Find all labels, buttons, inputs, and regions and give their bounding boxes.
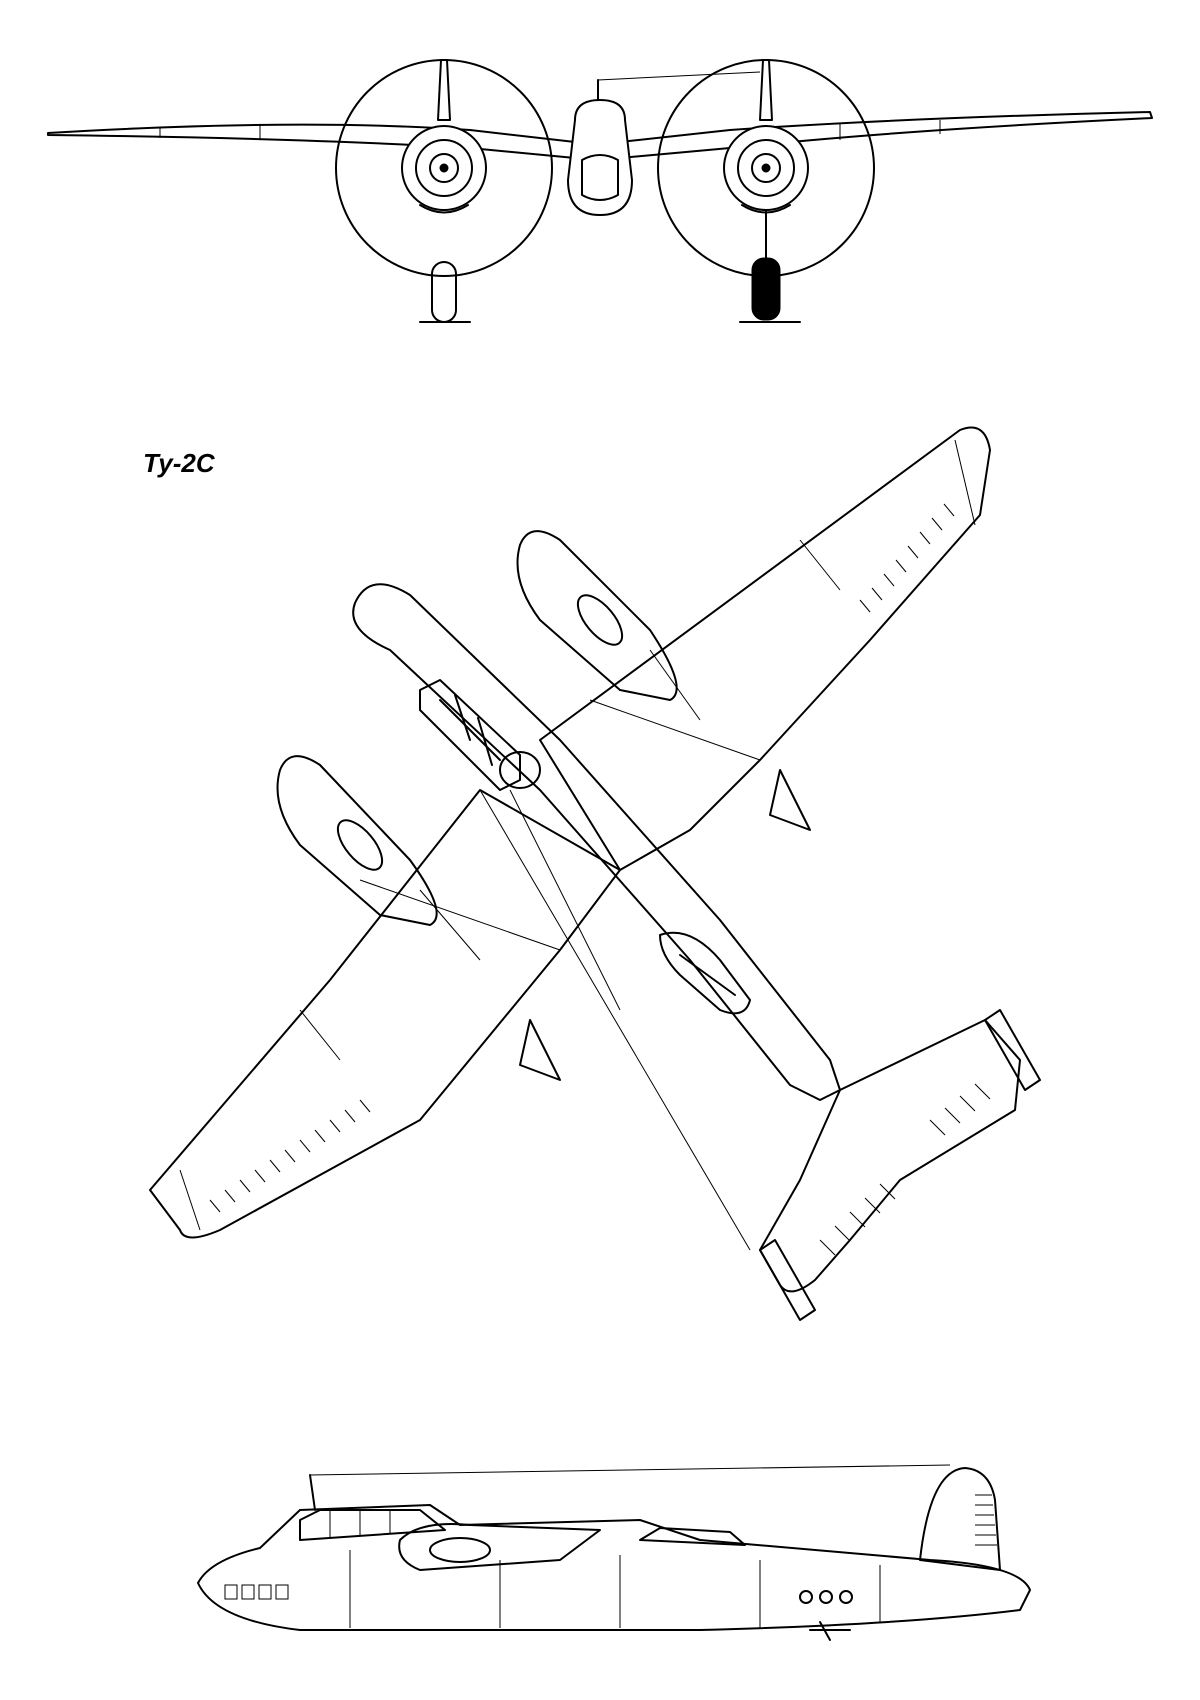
- tail-fin-side: [919, 1467, 1001, 1571]
- left-wing-top: [149, 789, 621, 1239]
- front-view: [47, 59, 1153, 323]
- top-view: [149, 426, 1041, 1321]
- fuselage-side: [197, 1504, 1031, 1631]
- right-wing-top: [539, 426, 991, 871]
- right-engine-nacelle: [516, 530, 678, 701]
- aircraft-designation-label: Ту-2С: [143, 448, 215, 478]
- fuselage-top: [352, 583, 841, 1101]
- tailplane-top: [759, 1019, 1021, 1293]
- side-view: [197, 1464, 1031, 1641]
- left-engine-nacelle: [276, 755, 438, 926]
